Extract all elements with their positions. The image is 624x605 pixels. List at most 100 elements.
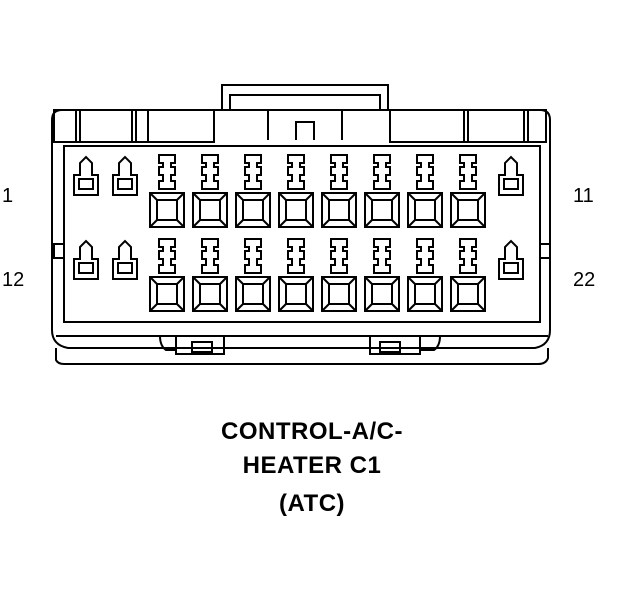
terminal-stem-21 bbox=[459, 238, 477, 274]
terminal-cavity-3 bbox=[149, 154, 185, 228]
terminal-cavity-15 bbox=[192, 238, 228, 312]
terminal-bevel-b-21 bbox=[477, 276, 486, 285]
terminal-bevel-a-14 bbox=[149, 276, 158, 285]
terminal-cavity-6 bbox=[278, 154, 314, 228]
terminal-cavity-20 bbox=[407, 238, 443, 312]
terminal-stem-9 bbox=[416, 154, 434, 190]
terminal-bevel-c-15 bbox=[192, 303, 201, 312]
latch-inner-1 bbox=[78, 178, 94, 190]
terminal-bevel-a-17 bbox=[278, 276, 287, 285]
inner-cavity bbox=[63, 145, 541, 323]
terminal-bevel-d-20 bbox=[434, 303, 443, 312]
terminal-bevel-c-9 bbox=[407, 219, 416, 228]
terminal-latch-1 bbox=[73, 155, 99, 196]
terminal-box-inner-17 bbox=[285, 283, 307, 305]
terminal-box-inner-10 bbox=[457, 199, 479, 221]
terminal-stem-7 bbox=[330, 154, 348, 190]
terminal-cavity-16 bbox=[235, 238, 271, 312]
terminal-bevel-c-7 bbox=[321, 219, 330, 228]
terminal-bevel-b-9 bbox=[434, 192, 443, 201]
terminal-bevel-a-6 bbox=[278, 192, 287, 201]
terminal-stem-14 bbox=[158, 238, 176, 274]
terminal-bevel-d-19 bbox=[391, 303, 400, 312]
terminal-stem-16 bbox=[244, 238, 262, 274]
terminal-box-inner-19 bbox=[371, 283, 393, 305]
terminal-bevel-b-19 bbox=[391, 276, 400, 285]
terminal-bevel-d-14 bbox=[176, 303, 185, 312]
connector-title-line-3: (ATC) bbox=[278, 490, 346, 517]
terminal-stem-5 bbox=[244, 154, 262, 190]
terminal-bevel-d-5 bbox=[262, 219, 271, 228]
terminal-bevel-b-15 bbox=[219, 276, 228, 285]
terminal-bevel-d-8 bbox=[391, 219, 400, 228]
terminal-bevel-d-16 bbox=[262, 303, 271, 312]
connector-housing bbox=[51, 84, 551, 365]
terminal-stem-6 bbox=[287, 154, 305, 190]
terminal-cavity-10 bbox=[450, 154, 486, 228]
connector-title-line-2: HEATER C1 bbox=[242, 452, 382, 479]
terminal-bevel-d-9 bbox=[434, 219, 443, 228]
terminal-cavity-7 bbox=[321, 154, 357, 228]
terminal-bevel-d-10 bbox=[477, 219, 486, 228]
terminal-bevel-a-18 bbox=[321, 276, 330, 285]
latch-inner-22 bbox=[503, 262, 519, 274]
side-notch-right bbox=[539, 243, 551, 259]
terminal-bevel-c-4 bbox=[192, 219, 201, 228]
side-notch-left bbox=[53, 243, 65, 259]
terminal-bevel-b-4 bbox=[219, 192, 228, 201]
terminal-cavity-4 bbox=[192, 154, 228, 228]
terminal-bevel-a-10 bbox=[450, 192, 459, 201]
terminal-bevel-a-7 bbox=[321, 192, 330, 201]
shoulder-left bbox=[53, 109, 215, 143]
bottom-key-right bbox=[369, 336, 421, 355]
terminal-bevel-c-16 bbox=[235, 303, 244, 312]
pin-label-22: 22 bbox=[573, 269, 596, 291]
terminal-box-inner-7 bbox=[328, 199, 350, 221]
latch-inner-11 bbox=[503, 178, 519, 190]
terminal-box-inner-21 bbox=[457, 283, 479, 305]
latch-inner-2 bbox=[117, 178, 133, 190]
terminal-bevel-b-7 bbox=[348, 192, 357, 201]
terminal-bevel-a-9 bbox=[407, 192, 416, 201]
top-latch bbox=[221, 84, 389, 110]
terminal-bevel-b-6 bbox=[305, 192, 314, 201]
latch-inner-13 bbox=[117, 262, 133, 274]
terminal-bevel-a-3 bbox=[149, 192, 158, 201]
terminal-bevel-c-8 bbox=[364, 219, 373, 228]
terminal-bevel-b-17 bbox=[305, 276, 314, 285]
terminal-box-inner-16 bbox=[242, 283, 264, 305]
terminal-bevel-c-5 bbox=[235, 219, 244, 228]
terminal-bevel-a-15 bbox=[192, 276, 201, 285]
terminal-bevel-c-20 bbox=[407, 303, 416, 312]
terminal-bevel-c-3 bbox=[149, 219, 158, 228]
terminal-stem-10 bbox=[459, 154, 477, 190]
terminal-cavity-9 bbox=[407, 154, 443, 228]
terminal-bevel-b-5 bbox=[262, 192, 271, 201]
terminal-stem-8 bbox=[373, 154, 391, 190]
terminal-cavity-21 bbox=[450, 238, 486, 312]
pin-label-11: 11 bbox=[573, 185, 594, 207]
terminal-box-inner-9 bbox=[414, 199, 436, 221]
terminal-box-inner-14 bbox=[156, 283, 178, 305]
terminal-bevel-a-5 bbox=[235, 192, 244, 201]
terminal-bevel-d-4 bbox=[219, 219, 228, 228]
terminal-bevel-c-14 bbox=[149, 303, 158, 312]
terminal-bevel-c-10 bbox=[450, 219, 459, 228]
terminal-bevel-d-6 bbox=[305, 219, 314, 228]
terminal-bevel-a-4 bbox=[192, 192, 201, 201]
terminal-bevel-a-20 bbox=[407, 276, 416, 285]
terminal-bevel-d-17 bbox=[305, 303, 314, 312]
terminal-cavity-8 bbox=[364, 154, 400, 228]
terminal-bevel-b-20 bbox=[434, 276, 443, 285]
terminal-bevel-b-8 bbox=[391, 192, 400, 201]
bottom-skirt bbox=[55, 348, 549, 365]
terminal-bevel-c-17 bbox=[278, 303, 287, 312]
terminal-bevel-c-19 bbox=[364, 303, 373, 312]
terminal-latch-11 bbox=[498, 155, 524, 196]
terminal-box-inner-3 bbox=[156, 199, 178, 221]
connector-title-line-1: CONTROL-A/C- bbox=[221, 418, 403, 445]
terminal-cavity-17 bbox=[278, 238, 314, 312]
terminal-bevel-d-7 bbox=[348, 219, 357, 228]
